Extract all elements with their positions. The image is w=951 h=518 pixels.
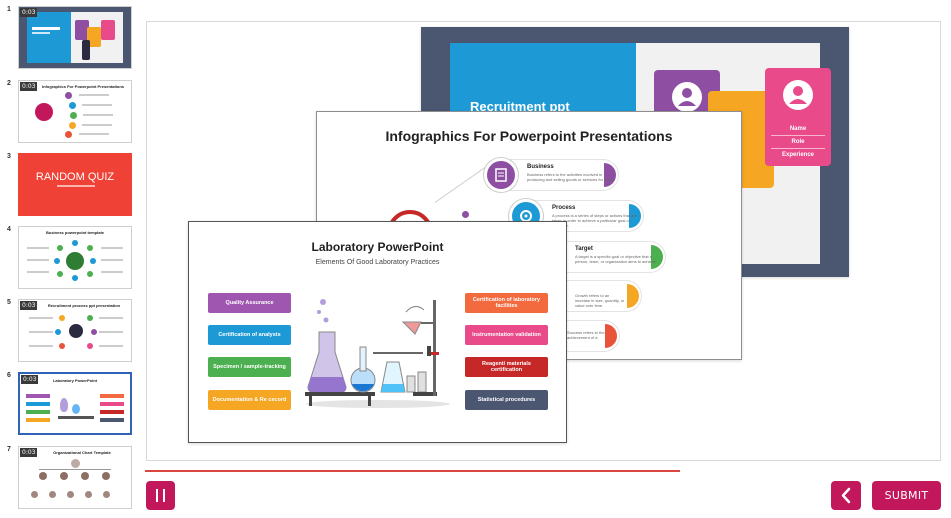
thumbnail-number: 6: [7, 372, 11, 379]
thumbnail-row-7: 7 0:03 Organizational Chart Template: [0, 446, 140, 510]
step-label: Process: [552, 205, 576, 211]
user-avatar-icon: [783, 80, 813, 110]
thumb-title: RANDOM QUIZ: [35, 171, 115, 183]
lab-item-quality-assurance: Quality Assurance: [208, 293, 291, 313]
step-tip-growth: [627, 284, 639, 308]
step-label: Target: [575, 246, 593, 252]
profile-field-role: Role: [791, 139, 805, 145]
duration-badge: 0:03: [20, 448, 38, 457]
duration-badge: 0:03: [20, 301, 38, 310]
thumb-center-icon: [69, 324, 83, 338]
connector-dot: [462, 211, 469, 218]
thumb-center-circle: [66, 252, 84, 270]
thumbnail-row-5: 5 0:03 Recruitment process ppt presentat…: [0, 299, 140, 363]
pause-icon-bar-left: [156, 489, 158, 502]
laboratory-title: Laboratory PowerPoint: [311, 240, 444, 254]
thumbnail-number: 2: [7, 80, 11, 87]
duration-badge: 0:03: [20, 8, 38, 17]
slide-thumbnail-sidebar: 1 0:03 2 0:03: [0, 0, 140, 518]
thumbnail-number: 7: [7, 446, 11, 453]
thumbnail-row-4: 4 Business powerpoint template: [0, 226, 140, 290]
thumbnail-row-3: 3 RANDOM QUIZ: [0, 153, 140, 217]
lab-item-instrumentation-validation: Instrumentation validation: [465, 325, 548, 345]
step-description: Success refers to the achievement of a: [567, 330, 605, 340]
slide-thumbnail-3[interactable]: RANDOM QUIZ: [18, 153, 132, 216]
slide-stage: Recruitment ppt Name Role Experie: [146, 21, 941, 461]
step-tip-success: [605, 324, 617, 348]
profile-field-name: Name: [789, 126, 807, 132]
thumb-center-circle: [35, 103, 53, 121]
thumbnail-number: 5: [7, 299, 11, 306]
thumb-blue-panel: [27, 12, 71, 63]
step-label: Business: [527, 164, 554, 170]
slide-thumbnail-2[interactable]: 0:03 Infographics For Powerpoint Present…: [18, 80, 132, 143]
thumbnail-row-1: 1 0:03: [0, 6, 140, 70]
thumb-title: Business powerpoint template: [45, 230, 104, 235]
step-tip-business: [604, 163, 616, 187]
step-tip-target: [651, 245, 663, 269]
step-description: Business refers to the activities involv…: [527, 172, 615, 182]
slide-thumbnail-7[interactable]: 0:03 Organizational Chart Template: [18, 446, 132, 509]
thumb-title: Organizational Chart Template: [53, 450, 111, 455]
slide-thumbnail-6[interactable]: 0:03 Laboratory PowerPoint: [18, 372, 132, 435]
thumb-title: Recruitment process ppt presentation: [47, 303, 121, 308]
chevron-left-icon: [841, 487, 851, 504]
step-description: A target is a specific goal or objective…: [575, 254, 658, 264]
thumbnail-number: 3: [7, 153, 11, 160]
thumb-subtitle-line: [57, 185, 95, 187]
connector-line: [434, 161, 493, 203]
thumb-title: Infographics For Powerpoint Presentation…: [41, 84, 124, 89]
slide-thumbnail-1[interactable]: 0:03: [18, 6, 132, 69]
infographics-title: Infographics For Powerpoint Presentation…: [385, 128, 673, 144]
laboratory-glassware-illustration: [305, 299, 450, 408]
thumbnail-row-2: 2 0:03 Infographics For Powerpoint Prese…: [0, 80, 140, 144]
pause-button[interactable]: [146, 481, 175, 510]
thumbnail-number: 1: [7, 6, 11, 13]
timeline-progress-bar: [145, 470, 680, 472]
laboratory-subtitle: Elements Of Good Laboratory Practices: [315, 259, 440, 266]
profile-card-pink: Name Role Experience: [765, 68, 831, 166]
user-avatar-icon: [672, 82, 702, 112]
lab-item-reagent-certification: Reagent/ materials certification: [465, 357, 548, 377]
thumb-title: Laboratory PowerPoint: [52, 378, 97, 383]
lab-item-certification-facilities: Certification of laboratory facilities: [465, 293, 548, 313]
business-icon: [484, 158, 518, 192]
step-description: Growth refers to an increase in size, qu…: [575, 293, 625, 308]
thumbnail-row-6: 6 0:03 Laboratory PowerPoint: [0, 372, 140, 436]
submit-button[interactable]: SUBMIT: [872, 481, 941, 510]
lab-item-specimen-tracking: Specimen / sample-tracking: [208, 357, 291, 377]
duration-badge: 0:03: [20, 82, 38, 91]
thumb-inner: [27, 12, 123, 63]
recruitment-title: Recruitment ppt: [470, 99, 570, 114]
duration-badge: 0:03: [21, 375, 39, 384]
lab-item-documentation: Documentation & Re cecord: [208, 390, 291, 410]
profile-field-experience: Experience: [781, 152, 815, 158]
back-button[interactable]: [831, 481, 861, 510]
thumbnail-number: 4: [7, 226, 11, 233]
lab-item-certification-analysts: Certification of analysts: [208, 325, 291, 345]
step-tip-process: [629, 204, 641, 228]
laboratory-slide-card[interactable]: Laboratory PowerPoint Elements Of Good L…: [188, 221, 567, 443]
slide-thumbnail-4[interactable]: Business powerpoint template: [18, 226, 132, 289]
lab-item-statistical-procedures: Statistical procedures: [465, 390, 548, 410]
slide-thumbnail-5[interactable]: 0:03 Recruitment process ppt presentatio…: [18, 299, 132, 362]
pause-icon-bar-right: [163, 489, 165, 502]
